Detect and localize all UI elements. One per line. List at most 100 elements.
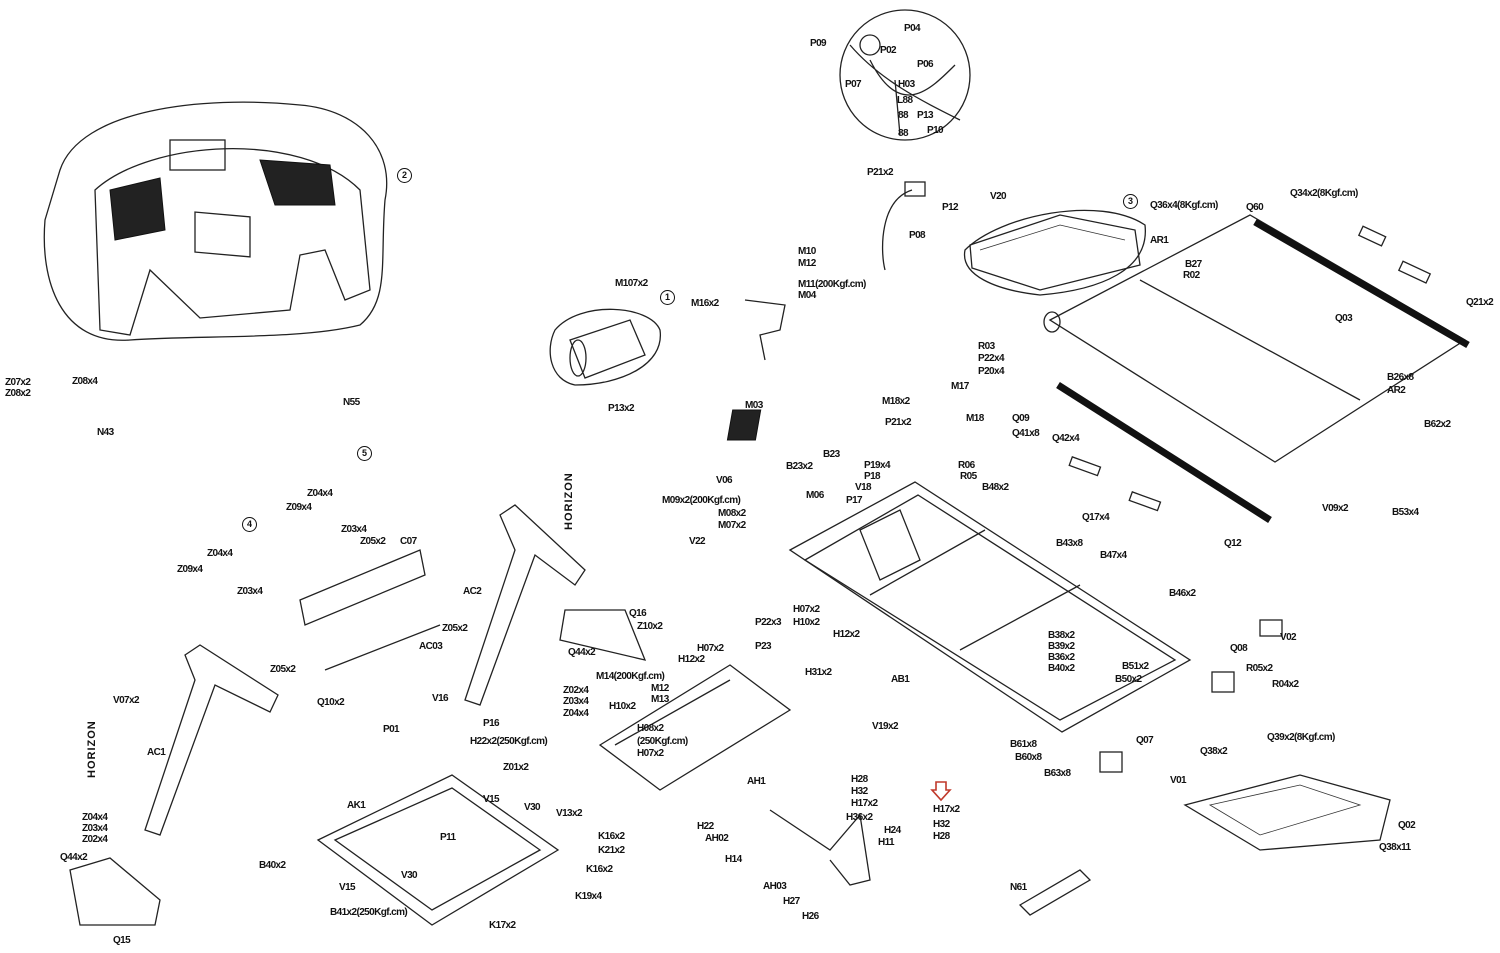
part-label-m10: M10 <box>798 246 816 257</box>
part-label-v13x2: V13x2 <box>556 808 583 819</box>
part-label-q34x2-8kgf-cm-: Q34x2(8Kgf.cm) <box>1290 188 1358 199</box>
part-label-v20: V20 <box>990 191 1007 202</box>
part-label-k17x2: K17x2 <box>489 920 516 931</box>
part-label-z08x2: Z08x2 <box>5 388 31 399</box>
part-label-p08: P08 <box>909 230 926 241</box>
part-label-p22x4: P22x4 <box>978 353 1005 364</box>
part-label-q12: Q12 <box>1224 538 1242 549</box>
part-label-h12x2: H12x2 <box>833 629 860 640</box>
part-label-m07x2: M07x2 <box>718 520 746 531</box>
motor-hood-outline <box>963 209 1146 296</box>
part-label-ah02: AH02 <box>705 833 729 844</box>
part-label-z08x4: Z08x4 <box>72 376 98 387</box>
part-label--250kgf-cm-: (250Kgf.cm) <box>637 736 688 747</box>
part-label-b51x2: B51x2 <box>1122 661 1149 672</box>
motor-bracket <box>744 299 786 361</box>
part-label-m16x2: M16x2 <box>691 298 719 309</box>
part-label-r02: R02 <box>1183 270 1200 281</box>
part-label-h31x2: H31x2 <box>805 667 832 678</box>
part-label-h24: H24 <box>884 825 901 836</box>
part-label-b48x2: B48x2 <box>982 482 1009 493</box>
part-label-v18: V18 <box>855 482 872 493</box>
front-roller <box>1043 311 1061 333</box>
part-q07 <box>1099 751 1123 773</box>
part-label-h22x2-250kgf-cm-: H22x2(250Kgf.cm) <box>470 736 548 747</box>
part-label-h07x2: H07x2 <box>637 748 664 759</box>
part-label-z02x4: Z02x4 <box>82 834 108 845</box>
part-label-l88: L88 <box>897 95 913 106</box>
part-label-z01x2: Z01x2 <box>503 762 529 773</box>
part-label-m12: M12 <box>651 683 669 694</box>
part-label-z09x4: Z09x4 <box>177 564 203 575</box>
part-label-z04x4: Z04x4 <box>563 708 589 719</box>
part-label-h10x2: H10x2 <box>793 617 820 628</box>
upright-right <box>464 504 586 706</box>
part-label-r05x2: R05x2 <box>1246 663 1273 674</box>
part-label-h26: H26 <box>802 911 819 922</box>
part-label-m14-200kgf-cm-: M14(200Kgf.cm) <box>596 671 665 682</box>
part-label-b26x8: B26x8 <box>1387 372 1414 383</box>
part-label-z04x4: Z04x4 <box>207 548 233 559</box>
part-label-p21x2: P21x2 <box>885 417 912 428</box>
console <box>94 148 371 336</box>
main-frame <box>788 481 1192 733</box>
part-label-v15: V15 <box>483 794 500 805</box>
part-label-m17: M17 <box>951 381 969 392</box>
tab-strip <box>1357 225 1387 247</box>
part-label-h12x2: H12x2 <box>678 654 705 665</box>
part-label-r06: R06 <box>958 460 975 471</box>
part-label-q36x4-8kgf-cm-: Q36x4(8Kgf.cm) <box>1150 200 1218 211</box>
part-label-n55: N55 <box>343 397 360 408</box>
part-label-q08: Q08 <box>1230 643 1248 654</box>
part-label-r03: R03 <box>978 341 995 352</box>
part-label-q42x4: Q42x4 <box>1052 433 1080 444</box>
part-label-k21x2: K21x2 <box>598 845 625 856</box>
part-label-p02: P02 <box>880 45 897 56</box>
part-label-q07: Q07 <box>1136 735 1154 746</box>
part-label-88: 88 <box>898 128 909 139</box>
part-label-p11: P11 <box>440 832 456 843</box>
part-label-v02: V02 <box>1280 632 1297 643</box>
part-label-k16x2: K16x2 <box>586 864 613 875</box>
part-label-q17x4: Q17x4 <box>1082 512 1110 523</box>
part-label-p10: P10 <box>927 125 944 136</box>
console-speaker-right <box>259 159 336 206</box>
part-label-m13: M13 <box>651 694 669 705</box>
part-label-q15: Q15 <box>113 935 131 946</box>
part-v02 <box>1259 619 1283 637</box>
part-label-b40x2: B40x2 <box>259 860 286 871</box>
part-label-b53x4: B53x4 <box>1392 507 1419 518</box>
part-label-r04x2: R04x2 <box>1272 679 1299 690</box>
part-label-m04: M04 <box>798 290 816 301</box>
console-display <box>194 211 251 258</box>
part-label-p13x2: P13x2 <box>608 403 635 414</box>
part-label-v01: V01 <box>1170 775 1187 786</box>
part-label-r05: R05 <box>960 471 977 482</box>
part-label-z03x4: Z03x4 <box>82 823 108 834</box>
part-label-p13: P13 <box>917 110 934 121</box>
crossbar-ac03 <box>324 624 441 671</box>
part-label-z03x4: Z03x4 <box>563 696 589 707</box>
console-tablet-holder <box>169 139 226 171</box>
part-label-h11: H11 <box>878 837 895 848</box>
part-label-b62x2: B62x2 <box>1424 419 1451 430</box>
part-label-z04x4: Z04x4 <box>82 812 108 823</box>
part-label-v22: V22 <box>689 536 706 547</box>
part-label-h28: H28 <box>933 831 950 842</box>
lift-frame <box>598 664 792 791</box>
part-label-b43x8: B43x8 <box>1056 538 1083 549</box>
part-label-ah1: AH1 <box>747 776 766 787</box>
part-label-p18: P18 <box>864 471 881 482</box>
part-label-b50x2: B50x2 <box>1115 674 1142 685</box>
part-label-z05x2: Z05x2 <box>270 664 296 675</box>
part-label-h17x2: H17x2 <box>851 798 878 809</box>
part-label-h08x2: H08x2 <box>637 723 664 734</box>
part-label-ab1: AB1 <box>891 674 910 685</box>
part-label-ac1: AC1 <box>147 747 166 758</box>
part-label-m11-200kgf-cm-: M11(200Kgf.cm) <box>798 279 866 290</box>
part-label-v06: V06 <box>716 475 733 486</box>
part-label-p09: P09 <box>810 38 827 49</box>
part-label-p16: P16 <box>483 718 500 729</box>
tab-strip <box>1068 456 1102 477</box>
